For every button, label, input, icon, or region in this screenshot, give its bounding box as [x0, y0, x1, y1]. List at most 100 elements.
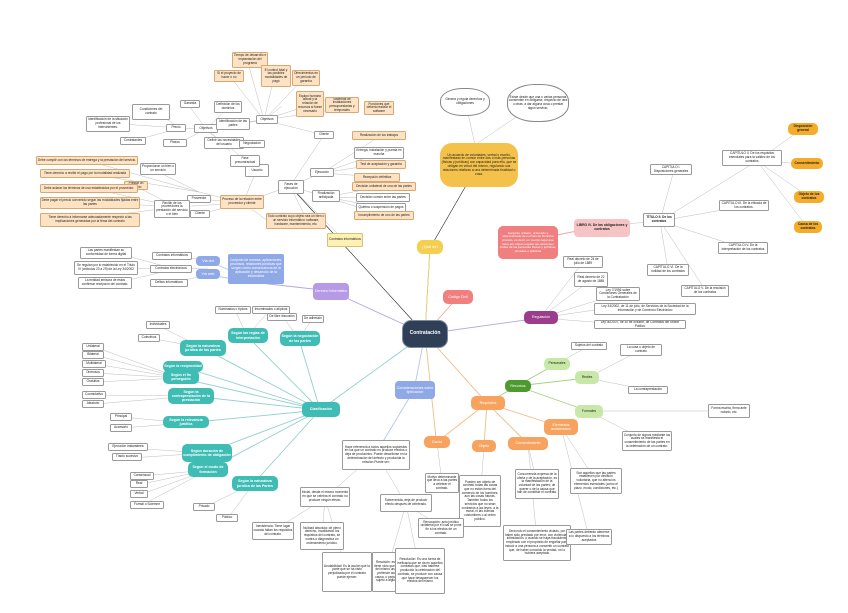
entrega-instalacion: Entrega, instalación y puesta en marcha [354, 147, 404, 159]
clasif-partes[interactable]: Según la naturaleza jurídica de las Part… [232, 476, 278, 491]
branch-consideraciones[interactable]: Consideraciones sobre tipificación [395, 381, 435, 399]
requisito-causa[interactable]: Causa [424, 436, 450, 448]
cliente: Cliente [190, 210, 210, 218]
gratuitos: Gratuitos [82, 378, 104, 386]
clasif-negociacion[interactable]: Según la negociación de las partes [280, 331, 320, 346]
elementos-desc: Son aquellos que las partes establecen p… [570, 468, 622, 494]
derecho-c3: La entidad emisora de estos confirmar re… [78, 277, 132, 289]
incumplimiento: Incumplimiento de uno de las partes [354, 211, 414, 220]
req-objeto: Objeto de los contratos [794, 191, 824, 203]
definir-necesidades: Definir las necesidades del usuario [204, 137, 244, 149]
tracto-sucesivo: Tracto sucesivo [112, 453, 142, 461]
clasif-contraprestacion[interactable]: Según la contraprestación de la prestaci… [168, 388, 214, 404]
proponer-servicio: Proporcionar un bien o un servicio [140, 163, 176, 175]
verbal: Verbal [130, 490, 148, 498]
revocacion: Revocación: acto jurídico unilateral por… [418, 518, 464, 538]
definicion-dominios: Definición de los dominios [214, 101, 242, 113]
identificacion-partes: Identificación de las partes [216, 118, 250, 130]
garantia: Garantía [180, 100, 200, 108]
branch-codigo-civil[interactable]: Código Civil [443, 290, 473, 304]
via-web[interactable]: Vía web [196, 269, 220, 279]
branch-derecho-informatico[interactable]: Derecho Informático [313, 283, 349, 300]
derecho-c2: Se regulan por lo establecido en el Títu… [74, 261, 138, 275]
recursos[interactable]: Recursos [505, 380, 531, 392]
adhesion: De adhesión [302, 315, 324, 323]
privado: Privado [193, 503, 215, 511]
consensual: Consensual [130, 472, 154, 480]
center-node-contratacion[interactable]: Contratación [402, 320, 448, 348]
conmutativo: Conmutativo [82, 391, 106, 399]
branch-clasificacion[interactable]: Clasificación [302, 402, 340, 417]
clasif-relevancia[interactable]: Según la relevancia jurídica [163, 416, 209, 428]
branch-que-es[interactable]: ¿Qué es? [417, 240, 443, 254]
aleatorio: Aleatorio [82, 400, 104, 408]
unilateral: Unilateral [82, 343, 104, 351]
requisito-elementos-accidentales[interactable]: Elementos accidentales [544, 419, 578, 435]
capitulo-v: CAPÍTULO V. De la rescisión de los contr… [681, 285, 729, 297]
codigo-civil-desc: Conjunto unitario, ordenado y sistematiz… [498, 226, 558, 259]
resolucion: Resolución: Es una forma de ineficacia q… [395, 548, 445, 594]
recursos-formales[interactable]: Formales [575, 405, 603, 418]
rec-cosa: La cosa o objeto de contrato [620, 344, 662, 356]
que-es-existe: Existe desde que una o varias personas c… [507, 84, 569, 122]
capitulo-i: CAPÍTULO I. Disposiciones generales [650, 164, 692, 175]
objetivos-left: Objetivos [194, 124, 218, 133]
forma-escrita: Forma escrita, firma ante notario, etc. [708, 404, 750, 418]
onerosos: Onerosos [82, 369, 104, 377]
individuales: Individuales [146, 321, 170, 329]
rec-sujetos: Sujetos del contrato [571, 342, 607, 350]
via-red[interactable]: Vía red [196, 256, 220, 266]
clasif-formacion[interactable]: Según el modo de formación [188, 462, 228, 477]
proceso-relacion: Proceso de la relación entre proveedor y… [220, 195, 264, 209]
recursos-personales[interactable]: Personales [544, 358, 570, 370]
inexistencia: Inexistencia: Tiene lugar cuando faltan … [252, 522, 294, 540]
fases-ejecucion[interactable]: Fases de ejecución [278, 180, 304, 194]
cliente-rec: Recibir de los proveedores la prestación… [154, 200, 190, 218]
branch-regulacion[interactable]: Regulación [524, 311, 558, 324]
clasif-fin[interactable]: Según el fin perseguido [163, 370, 199, 384]
libro-iv[interactable]: LIBRO IV. De las obligaciones y contrato… [574, 219, 630, 237]
requisito-consentimiento[interactable]: Consentimiento [508, 437, 548, 450]
contratos-informaticos[interactable]: Contratos informáticos [327, 233, 363, 247]
publico: Público [216, 514, 238, 522]
consideraciones-desc: Hace referencia a todos aquellos supuest… [342, 440, 410, 470]
derecho-desc: Conjunto de normas, aplicaciones, proces… [228, 254, 284, 284]
si-el-proyecto: Si el proyecto de hacer o no [214, 70, 244, 82]
titulo-ii[interactable]: TÍTULO II. De los contratos [643, 213, 675, 227]
decision-comun: Decisión común entre las partes [356, 193, 410, 202]
recursos-reales[interactable]: Reales [575, 371, 599, 384]
negociacion: Negociación [239, 140, 265, 148]
cliente-top: Cliente [314, 131, 334, 139]
requisito-objeto[interactable]: Objeto [472, 440, 496, 452]
regulacion-5: Ley 30/2007, de 30 de octubre, de Contra… [594, 320, 686, 329]
recepcion-definitiva: Recepción definitiva [354, 173, 400, 182]
forma-desc: Conjunto de signos mediante los cuales s… [622, 431, 672, 451]
principal: Principal [110, 413, 132, 421]
proveedor: Proveedor [187, 195, 211, 203]
clasif-reglas-interpretacion[interactable]: Según las reglas de interpretación [228, 328, 268, 343]
regulacion-2: Real decreto de 22 de agosto de 1885 [574, 272, 608, 287]
regulacion-4: Ley 34/2002, de 11 de julio, de Servicio… [594, 303, 696, 315]
realizacion-trabajos: Realización de los trabajos [352, 131, 406, 140]
tiempo-desarrollo: Tiempo de desarrollo e implantación del … [232, 52, 268, 68]
contratos-electronicos: Contratos electrónicos [150, 265, 192, 273]
debe-cumplir: Debe cumplir con los términos de entrega… [36, 156, 138, 165]
clasif-reciprocidad[interactable]: Según la reciprocidad [163, 361, 203, 372]
branch-requisitos[interactable]: Requisitos [471, 396, 505, 410]
consentimiento-desc: Concurrencia expresa de la oferta y de l… [515, 469, 559, 499]
contenido-contrato: Todo contrato cuyo objeto sea un bien o … [266, 213, 326, 229]
clasif-duracion[interactable]: Según duración de cumplimiento de obliga… [182, 444, 232, 462]
causa-desc: Motivo determinante que lleva a las part… [425, 473, 459, 493]
bilateral: Bilateral [82, 351, 104, 359]
contratos-informaticos-dere: Contratos informáticos [152, 252, 192, 260]
regulacion-3: Ley 7/1996 sobre Condiciones Generales d… [596, 287, 640, 301]
multilateral: Multilateral [82, 360, 106, 368]
rec-contraprestacion: La contraprestación [628, 386, 668, 394]
sistemas-instalaciones: Sistemas de instalaciones presupuestaria… [325, 97, 359, 113]
plazo-terminos: Las partes deberán atenerse a lo dispues… [566, 529, 612, 545]
regulacion-1: Real decreto de 24 de julio de 1889 [563, 256, 603, 268]
fase-precontractual: Fase precontractual [230, 155, 260, 167]
clasif-naturaleza[interactable]: Según la naturaleza jurídica de las part… [180, 340, 226, 356]
derecho-c1: Las partes manifiestan su conformidad de… [80, 247, 132, 259]
capitulo-vi: CAPÍTULO VI. De la nulidad de los contra… [647, 264, 689, 276]
